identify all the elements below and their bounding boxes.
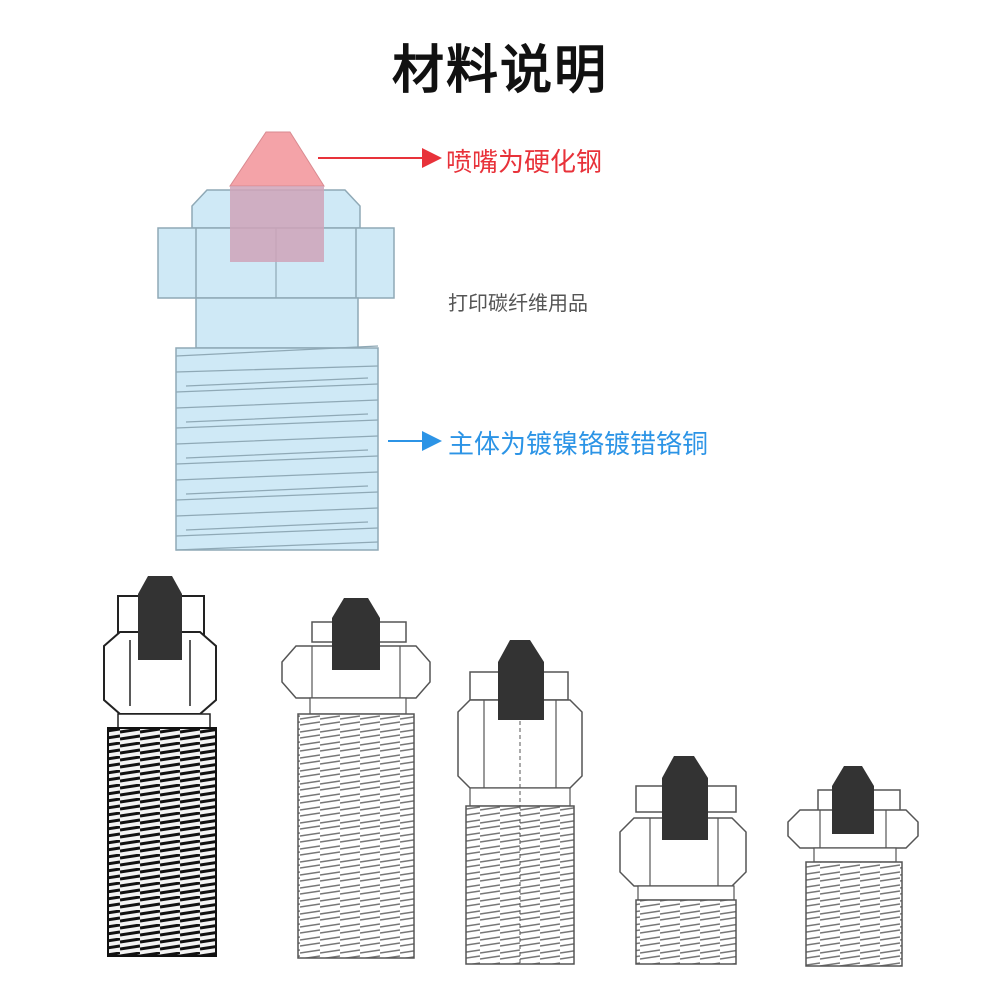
nozzle-variant-3-icon xyxy=(457,640,583,965)
nozzle-variant-5-icon xyxy=(787,766,919,967)
main-nozzle-icon xyxy=(157,131,395,551)
nozzle-variant-4-icon xyxy=(619,756,747,965)
usage-note-label: 打印碳纤维用品 xyxy=(448,291,588,315)
tip-material-label: 喷嘴为硬化钢 xyxy=(446,148,603,178)
nozzle-variant-1-icon xyxy=(103,576,217,957)
nozzle-variant-2-icon xyxy=(281,598,431,959)
thread-lines xyxy=(175,345,379,551)
body-material-label: 主体为镀镍铬镀错铬铜 xyxy=(448,430,709,460)
page-title: 材料说明 xyxy=(391,41,608,101)
